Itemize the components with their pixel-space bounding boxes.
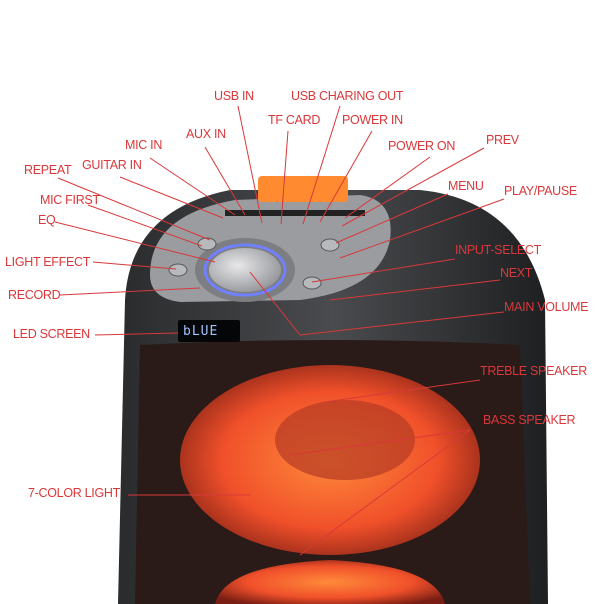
label-treble-speaker: TREBLE SPEAKER [480, 364, 587, 378]
label-tf-card: TF CARD [268, 113, 321, 127]
volume-ring [203, 243, 287, 297]
label-main-volume: MAIN VOLUME [504, 300, 589, 314]
label-power-in: POWER IN [342, 113, 403, 127]
label-mic-in: MIC IN [125, 138, 163, 152]
handle [258, 176, 348, 202]
control-buttons [168, 237, 340, 290]
label-record: RECORD [8, 288, 61, 302]
label-play-pause: PLAY/PAUSE [504, 184, 577, 198]
label-usb-charging-out: USB CHARING OUT [291, 89, 404, 103]
led-display-text: bLUE [183, 324, 219, 339]
label-next: NEXT [500, 266, 533, 280]
label-prev: PREV [486, 133, 519, 147]
label-power-on: POWER ON [388, 139, 456, 153]
label-usb-in: USB IN [214, 89, 254, 103]
led-screen [178, 320, 240, 342]
lower-woofer-glow [215, 560, 445, 604]
label-guitar-in: GUITAR IN [82, 158, 142, 172]
leader-lines [54, 105, 505, 556]
label-mic-first: MIC FIRST [40, 193, 100, 207]
label-menu: MENU [448, 179, 484, 193]
label-aux-in: AUX IN [186, 127, 226, 141]
label-input-select: INPUT-SELECT [455, 243, 541, 257]
port-slot [225, 210, 365, 216]
label-repeat: REPEAT [24, 163, 72, 177]
label-7-color-light: 7-COLOR LIGHT [28, 486, 120, 500]
label-led-screen: LED SCREEN [13, 327, 90, 341]
label-bass-speaker: BASS SPEAKER [483, 413, 576, 427]
label-light-effect: LIGHT EFFECT [5, 255, 91, 269]
main-volume-knob [209, 248, 281, 292]
woofer-highlight [275, 400, 415, 480]
label-eq: EQ [38, 213, 56, 227]
